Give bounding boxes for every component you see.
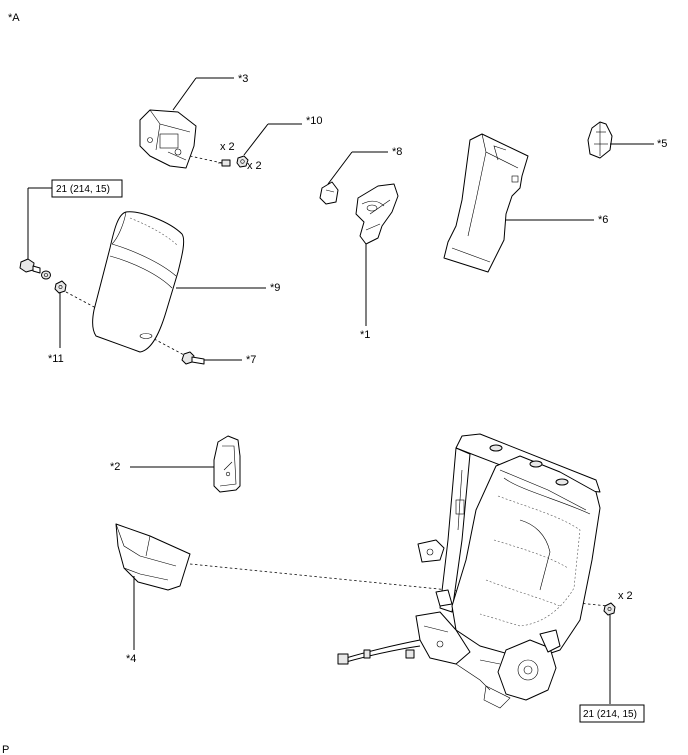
part-9-cushion: [92, 211, 185, 353]
screw-quantity: x 2: [220, 141, 235, 153]
callout-2: *2: [110, 461, 120, 473]
callout-1: *1: [360, 329, 370, 341]
seatback-frame: [337, 433, 601, 709]
headrest-guide-right: [555, 478, 569, 486]
nut-11-icon: [54, 280, 67, 294]
nut-lower-icon: [603, 602, 616, 616]
torque-spec-upper: 21 (214, 15): [56, 184, 110, 195]
bolt-7-icon: [181, 351, 205, 365]
part-1-bracket: [355, 183, 399, 245]
view-label: *A: [8, 12, 20, 24]
leader-10: [243, 123, 269, 156]
part-3-bracket: [139, 109, 197, 169]
part-8-clip: [319, 181, 339, 205]
bolt-quantity: x 2: [618, 590, 633, 602]
headrest-guide-mid: [529, 460, 543, 468]
nut-quantity: x 2: [247, 160, 262, 172]
nut-10-icon: [236, 155, 249, 168]
callout-10: *10: [306, 115, 323, 127]
leader-8: [327, 151, 353, 185]
callout-6: *6: [598, 214, 608, 226]
callout-9: *9: [270, 282, 280, 294]
torque-box-lower: [579, 704, 645, 723]
torque-spec-lower: 21 (214, 15): [583, 709, 637, 720]
callout-11: *11: [48, 353, 64, 365]
footer-label: P: [2, 744, 9, 755]
dash-3-screw: [189, 155, 223, 164]
bolt-icon: [19, 258, 41, 274]
harness-connector: [337, 653, 349, 665]
washer-icon: [41, 270, 51, 280]
headrest-guide-left: [489, 444, 503, 452]
callout-8: *8: [392, 146, 402, 158]
part-5-bracket: [587, 121, 613, 159]
callout-5: *5: [657, 138, 667, 150]
part-2-cover: [213, 435, 241, 493]
leader-3: [172, 77, 197, 111]
callout-4: *4: [126, 653, 136, 665]
callout-3: *3: [238, 73, 248, 85]
callout-7: *7: [246, 354, 256, 366]
screw-icon: [218, 159, 231, 167]
part-6-panel: [443, 133, 529, 273]
part-4-pad: [115, 523, 191, 591]
